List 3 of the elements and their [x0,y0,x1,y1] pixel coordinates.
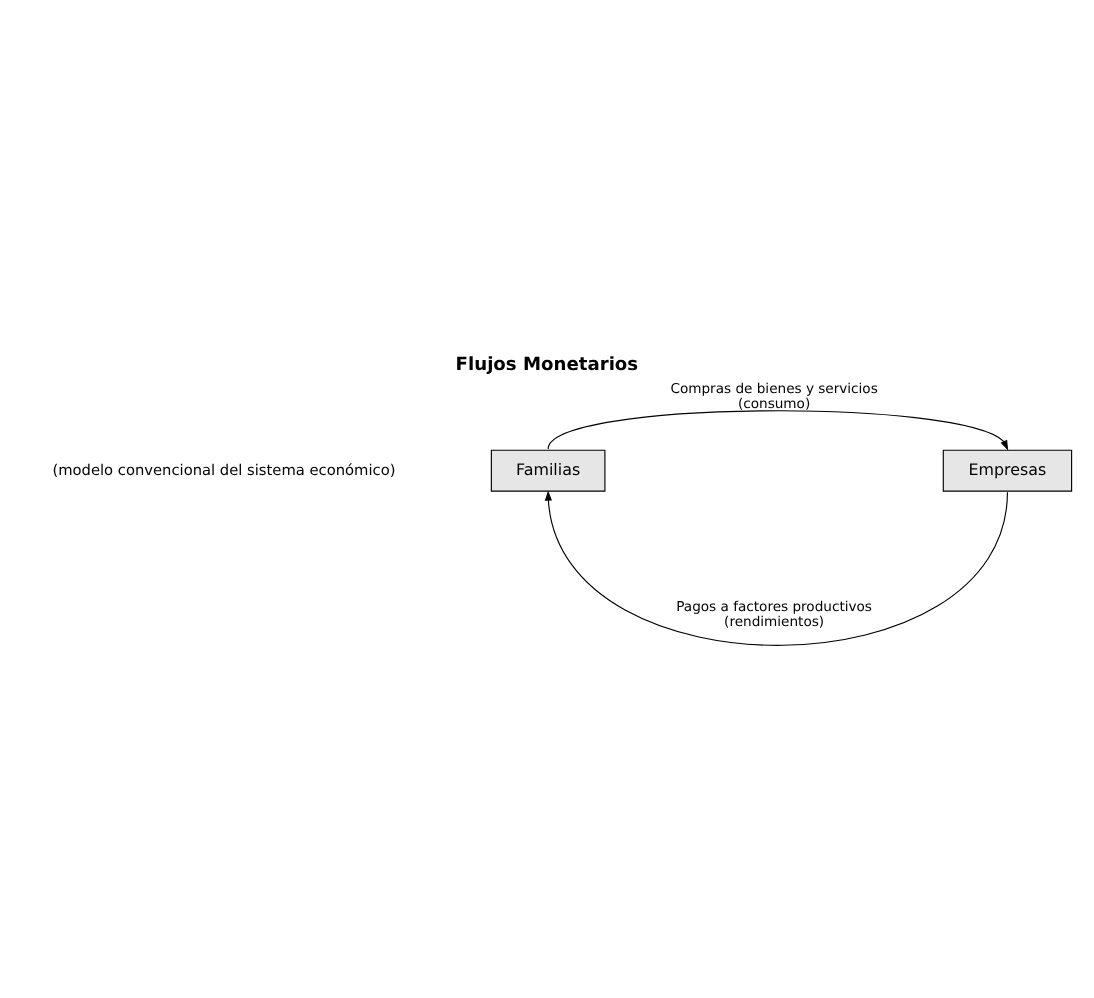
arrow [544,490,1009,646]
diagram-title: Flujos Monetarios [455,356,639,377]
arrow [547,410,1009,451]
